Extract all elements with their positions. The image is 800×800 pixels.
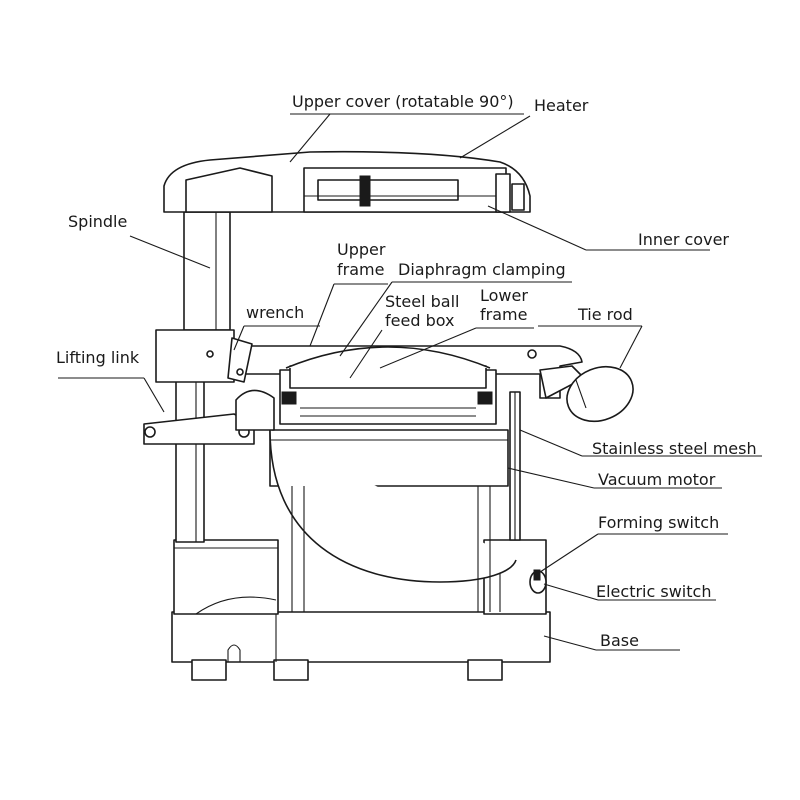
label-steel-ball-line2: feed box xyxy=(385,311,455,330)
steel-mesh-shape xyxy=(509,391,521,541)
label-upper-cover: Upper cover (rotatable 90°) xyxy=(292,92,514,111)
label-steel-ball-line1: Steel ball xyxy=(385,292,460,311)
label-stainless-steel-mesh: Stainless steel mesh xyxy=(592,439,757,458)
label-upper-frame-line2: frame xyxy=(337,260,385,279)
label-base: Base xyxy=(600,631,639,650)
label-wrench: wrench xyxy=(246,303,305,322)
upper-cover-shape xyxy=(163,150,531,213)
spindle-shape xyxy=(183,211,231,331)
label-heater: Heater xyxy=(534,96,589,115)
column-shape xyxy=(175,379,205,543)
vacuum-motor-shape xyxy=(269,429,517,612)
label-lifting-link: Lifting link xyxy=(56,348,140,367)
label-spindle: Spindle xyxy=(68,212,128,231)
label-vacuum-motor: Vacuum motor xyxy=(598,470,716,489)
lifting-link-shape xyxy=(143,329,275,445)
base-shape xyxy=(171,611,551,681)
label-upper-frame-line1: Upper xyxy=(337,240,386,259)
label-diaphragm-clamping: Diaphragm clamping xyxy=(398,260,566,279)
label-lower-frame-line2: frame xyxy=(480,305,528,324)
leader-lines xyxy=(58,113,762,651)
tie-rod-shape xyxy=(539,365,634,423)
label-lower-frame-line1: Lower xyxy=(480,286,528,305)
switch-shapes xyxy=(529,569,547,594)
label-electric-switch: Electric switch xyxy=(596,582,712,601)
chamber-shape xyxy=(279,346,497,425)
label-tie-rod: Tie rod xyxy=(578,305,633,324)
label-inner-cover: Inner cover xyxy=(638,230,729,249)
label-forming-switch: Forming switch xyxy=(598,513,720,532)
